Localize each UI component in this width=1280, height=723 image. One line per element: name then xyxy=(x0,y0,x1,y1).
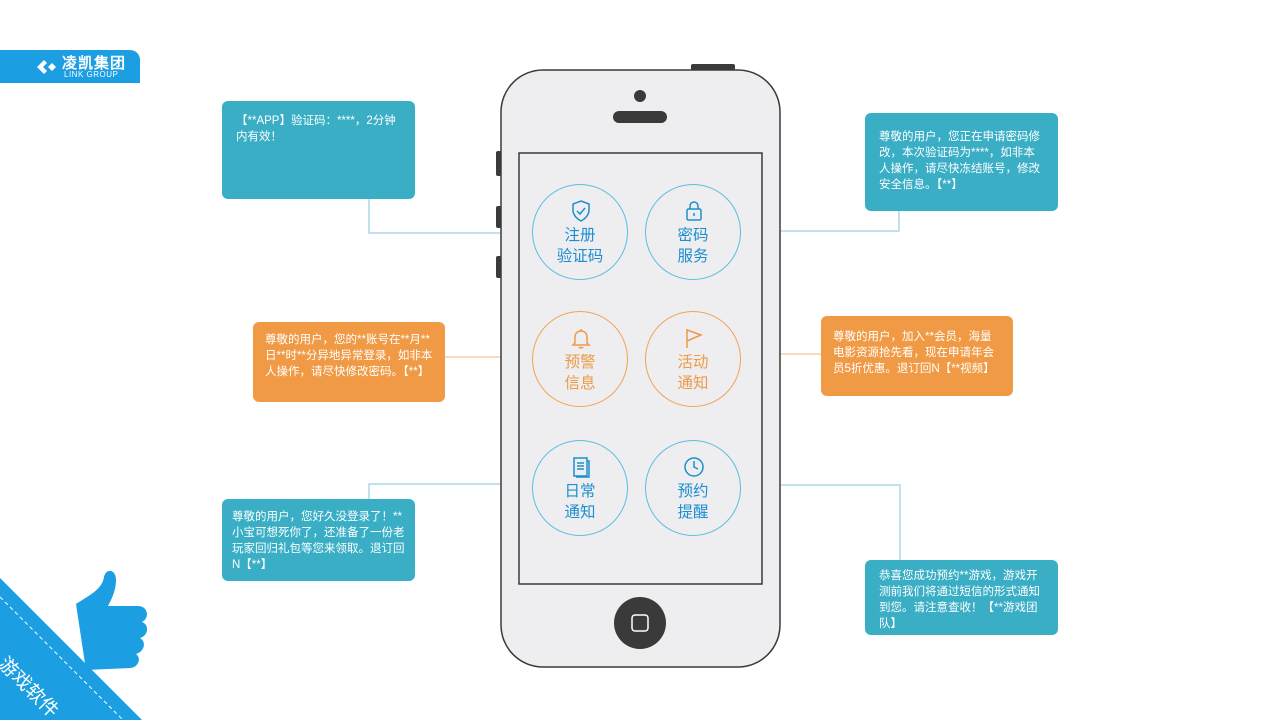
connector-reminder xyxy=(741,484,901,560)
message-box-activity: 尊敬的用户，加入**会员，海量电影资源抢先看，现在申请年会员5折优惠。退订回N【… xyxy=(821,316,1013,396)
logo-bar xyxy=(0,50,140,83)
flag-icon xyxy=(686,329,704,348)
message-box-password: 尊敬的用户，您正在申请密码修改，本次验证码为****，如非本人操作，请尽快冻结账… xyxy=(865,113,1058,211)
message-box-reminder: 恭喜您成功预约**游戏，游戏开测前我们将通过短信的形式通知到您。请注意查收！【*… xyxy=(865,560,1058,635)
phone-home-button xyxy=(614,597,666,649)
corner-dashed-line xyxy=(0,596,124,720)
logo-text-cn: 凌凯集团 xyxy=(62,55,127,72)
lock-icon xyxy=(686,201,702,221)
feature-label-line1: 注册 xyxy=(564,227,596,244)
feature-label-line2: 提醒 xyxy=(677,504,709,521)
feature-label-line1: 密码 xyxy=(677,227,709,244)
feature-label-line2: 通知 xyxy=(564,504,596,521)
connector-daily xyxy=(368,483,532,499)
thumbs-up-icon xyxy=(76,570,148,670)
corner-triangle xyxy=(0,578,142,720)
feature-warning-info[interactable]: 预警信息 xyxy=(532,311,628,407)
feature-label-line1: 预约 xyxy=(677,483,709,500)
connector-register xyxy=(368,199,532,234)
corner-decoration xyxy=(0,570,148,720)
shield-check-icon xyxy=(572,200,590,222)
connector-password xyxy=(741,211,900,232)
message-box-warning: 尊敬的用户，您的**账号在**月**日**时**分异地异常登录，如非本人操作，请… xyxy=(253,322,445,402)
logo-mark-icon xyxy=(37,60,56,74)
feature-label-line2: 通知 xyxy=(677,375,709,392)
feature-label-line1: 日常 xyxy=(564,483,596,500)
feature-register-code[interactable]: 注册验证码 xyxy=(532,184,628,280)
message-box-daily: 尊敬的用户，您好久没登录了！**小宝可想死你了，还准备了一份老玩家回归礼包等您来… xyxy=(222,499,415,581)
phone-speaker xyxy=(613,111,667,123)
clock-icon xyxy=(684,457,704,477)
feature-label-line1: 预警 xyxy=(564,354,596,371)
feature-label-line1: 活动 xyxy=(677,354,709,371)
feature-reservation-reminder[interactable]: 预约提醒 xyxy=(645,440,741,536)
feature-activity-notice[interactable]: 活动通知 xyxy=(645,311,741,407)
phone-camera xyxy=(634,90,646,102)
message-box-register: 【**APP】验证码：****，2分钟内有效！ xyxy=(222,101,415,199)
connector-lines xyxy=(368,199,901,560)
feature-label-line2: 信息 xyxy=(564,375,596,392)
feature-label-line2: 服务 xyxy=(677,248,709,265)
feature-label-line2: 验证码 xyxy=(556,248,604,265)
feature-daily-notice[interactable]: 日常通知 xyxy=(532,440,628,536)
logo-text-en: LINK GROUP xyxy=(64,70,119,79)
feature-password-service[interactable]: 密码服务 xyxy=(645,184,741,280)
document-icon xyxy=(573,457,590,478)
home-button-square xyxy=(631,614,649,632)
bell-icon xyxy=(571,329,591,349)
